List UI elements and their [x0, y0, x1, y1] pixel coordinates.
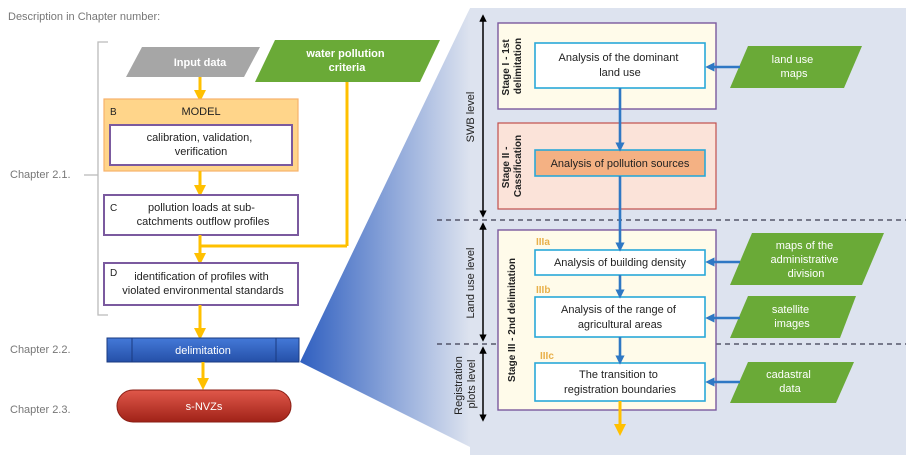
chapter-bracket [97, 41, 108, 316]
stage-1-label: Stage I - 1st delimitation [501, 37, 524, 96]
delimitation-bar [106, 337, 300, 363]
snvz-pill [116, 389, 292, 423]
step-building-density-text: Analysis of building density [554, 257, 687, 269]
land-use-level-label: Land use level [465, 248, 477, 319]
step-registration-boundaries [534, 362, 706, 402]
input-data-text: Input data [174, 57, 227, 69]
tag-IIIa: IIIa [536, 237, 550, 248]
step-dominant-land-use-text: Analysis of the dominant land use [559, 52, 682, 79]
model-title: MODEL [181, 106, 220, 118]
source-cadastral-data-text: cadastral data [766, 369, 814, 395]
registration-level-label: Registration plots level [453, 353, 478, 415]
source-land-use-maps [730, 46, 862, 88]
description-header: Description in Chapter number: [8, 11, 160, 23]
pollution-loads-box [103, 194, 299, 236]
model-letter: B [110, 107, 117, 118]
svg-text:Land use level: Land use level [465, 248, 477, 319]
identification-text: identification of profiles with violated… [122, 271, 284, 297]
pollution-loads-text: pollution loads at sub- catchments outfl… [137, 202, 270, 228]
source-admin-maps [730, 233, 884, 285]
tag-IIIb: IIIb [536, 285, 550, 296]
delimitation-text: delimitation [175, 345, 231, 357]
svg-text:Stage I - 1st delimitati: Stage I - 1st delimitation [501, 37, 524, 96]
chapter-2-1-label: Chapter 2.1. [10, 169, 71, 181]
white-triangle-top [300, 0, 470, 338]
identification-box [103, 262, 299, 306]
step-dominant-land-use [534, 42, 706, 89]
perspective-beam [300, 8, 470, 447]
pollution-loads-letter: C [110, 203, 117, 214]
tag-IIIc: IIIc [540, 351, 554, 362]
stage-2-label: Stage II - Cassification [501, 135, 524, 197]
identification-letter: D [110, 268, 117, 279]
step-agricultural-areas-text: Analysis of the range of agricultural ar… [561, 304, 679, 331]
source-satellite-images [730, 296, 856, 338]
svg-text:Stage III - 2nd delimitation: Stage III - 2nd delimitation [507, 258, 518, 382]
chapter-2-3-label: Chapter 2.3. [10, 404, 71, 416]
svg-text:SWB level: SWB level [465, 92, 477, 143]
snvz-text: s-NVZs [186, 401, 223, 413]
source-satellite-images-text: satellite images [772, 304, 812, 330]
calibration-box [109, 124, 293, 166]
input-data-shape [126, 47, 260, 77]
calibration-text: calibration, validation, verification [147, 132, 256, 158]
source-land-use-maps-text: land use maps [772, 54, 817, 80]
step-pollution-sources-text: Analysis of pollution sources [551, 158, 690, 170]
step-registration-boundaries-text: The transition to registration boundarie… [564, 369, 676, 396]
stage-3-label: Stage III - 2nd delimitation [507, 258, 518, 382]
chapter-2-2-label: Chapter 2.2. [10, 344, 71, 356]
swb-level-label: SWB level [465, 92, 477, 143]
step-agricultural-areas [534, 296, 706, 338]
source-admin-maps-text: maps of the administrative division [771, 240, 842, 280]
svg-text:Stage II - Cassification: Stage II - Cassification [501, 135, 524, 197]
source-cadastral-data [730, 362, 854, 403]
water-criteria-text: water pollution criteria [305, 48, 387, 74]
svg-text:Registration plots level: Registration plots level [453, 353, 478, 415]
water-criteria-shape [255, 40, 440, 82]
